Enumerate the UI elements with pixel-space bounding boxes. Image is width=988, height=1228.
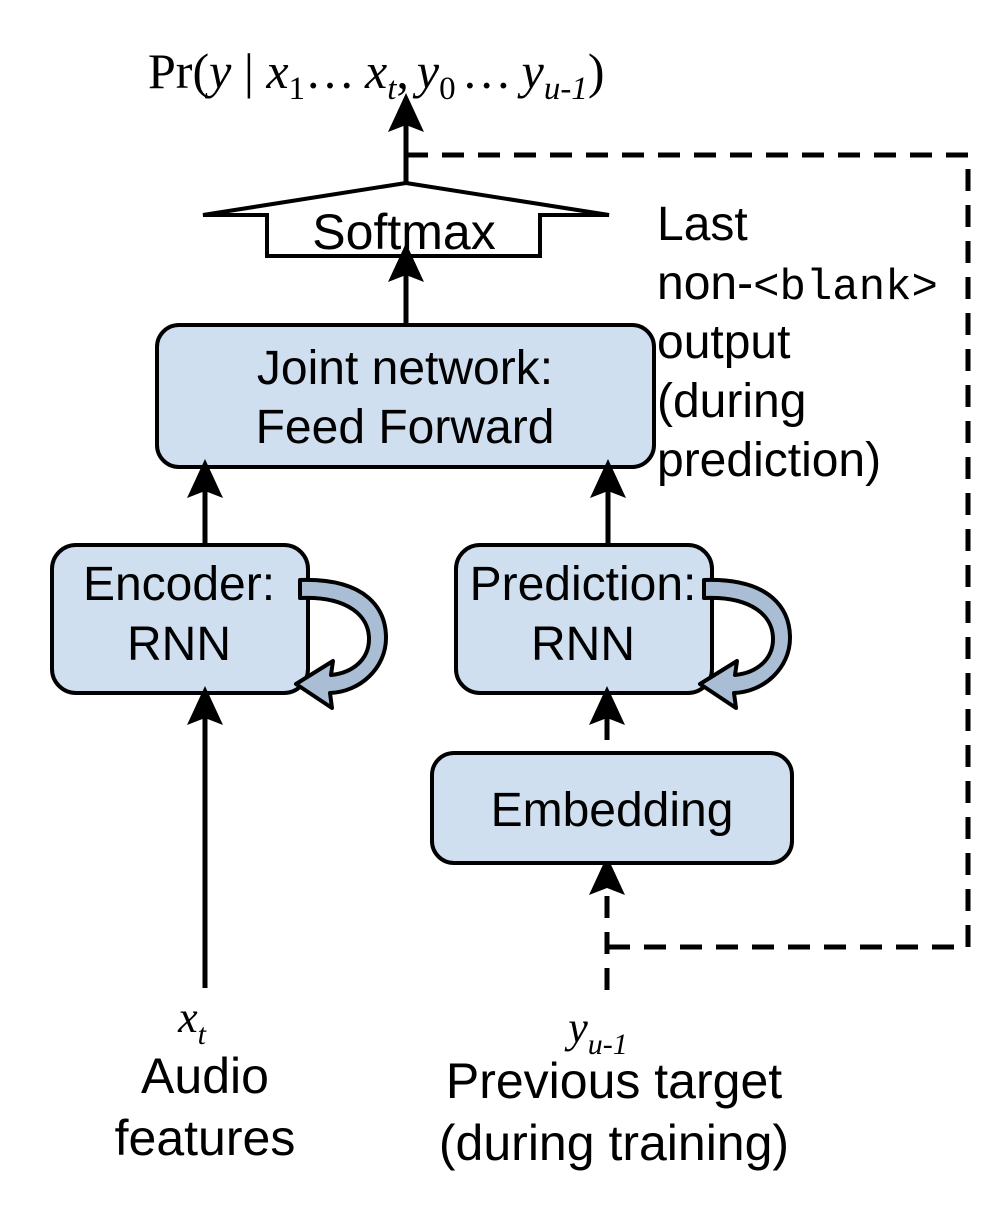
joint-network-box	[155, 323, 656, 469]
encoder-label-line1: Encoder:	[83, 558, 275, 611]
previous-target-label-line2: (during training)	[439, 1115, 789, 1171]
audio-symbol: xt	[177, 993, 207, 1051]
embedding-box	[430, 751, 794, 865]
formula-bar: |	[231, 43, 266, 99]
softmax-label: Softmax	[312, 204, 495, 260]
audio-label-line1: Audio	[141, 1048, 269, 1104]
previous-target-label-line1: Previous target	[446, 1053, 782, 1109]
previous-target-label: yu-1 Previous target (during training)	[439, 1003, 789, 1171]
audio-label-line2: features	[115, 1110, 296, 1166]
formula-sub-t: t	[387, 71, 397, 107]
formula-ellipsis-1: …	[305, 43, 355, 99]
previous-target-symbol: yu-1	[564, 1003, 628, 1061]
feedback-text-line2-mono: <blank>	[753, 263, 938, 313]
encoder-box	[50, 543, 310, 695]
prediction-recurrence-loop-arrow	[698, 577, 792, 710]
audio-symbol-sub: t	[198, 1018, 207, 1051]
audio-input-label: xt Audio features	[115, 993, 296, 1166]
feedback-path-outer	[406, 152, 971, 950]
prediction-label-line1: Prediction:	[470, 558, 697, 611]
feedback-text-line3: output	[657, 316, 790, 369]
encoder-label-line2: RNN	[127, 618, 231, 671]
formula-var-y0: y	[412, 43, 440, 99]
feedback-text-line2-prefix: non-	[657, 257, 753, 310]
prediction-box	[454, 543, 714, 695]
formula-var-yu: y	[517, 43, 545, 99]
encoder-recurrence-loop-arrow	[294, 577, 388, 710]
prediction-label-line2: RNN	[531, 618, 635, 671]
softmax-node[interactable]: Softmax	[202, 180, 610, 260]
prediction-node[interactable]: Prediction: RNN	[454, 543, 714, 695]
joint-network-label-line1: Joint network:	[257, 342, 553, 395]
joint-network-node[interactable]: Joint network: Feed Forward	[155, 323, 656, 469]
feedback-text-line4: (during	[657, 375, 806, 428]
output-probability-formula: Pr(y | x1…xt,y0…yu-1)	[148, 43, 604, 107]
formula-text: Pr(y | x1…xt,y0…yu-1)	[148, 43, 604, 107]
feedback-dashed-path	[406, 152, 971, 990]
formula-var-x1: x	[265, 43, 288, 99]
prediction-loop-path	[698, 577, 792, 710]
formula-comma: ,	[396, 43, 409, 99]
previous-target-symbol-sub: u-1	[588, 1028, 628, 1061]
formula-sub-u1: u-1	[544, 71, 588, 107]
feedback-text-line5: prediction)	[657, 434, 881, 487]
formula-var-xt: x	[364, 43, 387, 99]
formula-var-y: y	[204, 43, 232, 99]
audio-symbol-var: x	[177, 993, 198, 1042]
previous-target-symbol-var: y	[564, 1003, 588, 1052]
feedback-annotation: Last non-<blank> output (during predicti…	[657, 198, 938, 487]
formula-ellipsis-2: …	[462, 43, 512, 99]
formula-prefix: Pr(	[148, 43, 209, 99]
embedding-label: Embedding	[491, 784, 734, 837]
joint-network-label-line2: Feed Forward	[256, 401, 555, 454]
formula-suffix: )	[588, 43, 605, 99]
feedback-text-line1: Last	[657, 198, 748, 251]
formula-sub-0: 0	[439, 71, 456, 107]
formula-sub-1: 1	[289, 71, 306, 107]
feedback-text-line2: non-<blank>	[657, 257, 938, 313]
encoder-loop-path	[294, 577, 388, 710]
encoder-node[interactable]: Encoder: RNN	[50, 543, 310, 695]
embedding-node[interactable]: Embedding	[430, 751, 794, 865]
